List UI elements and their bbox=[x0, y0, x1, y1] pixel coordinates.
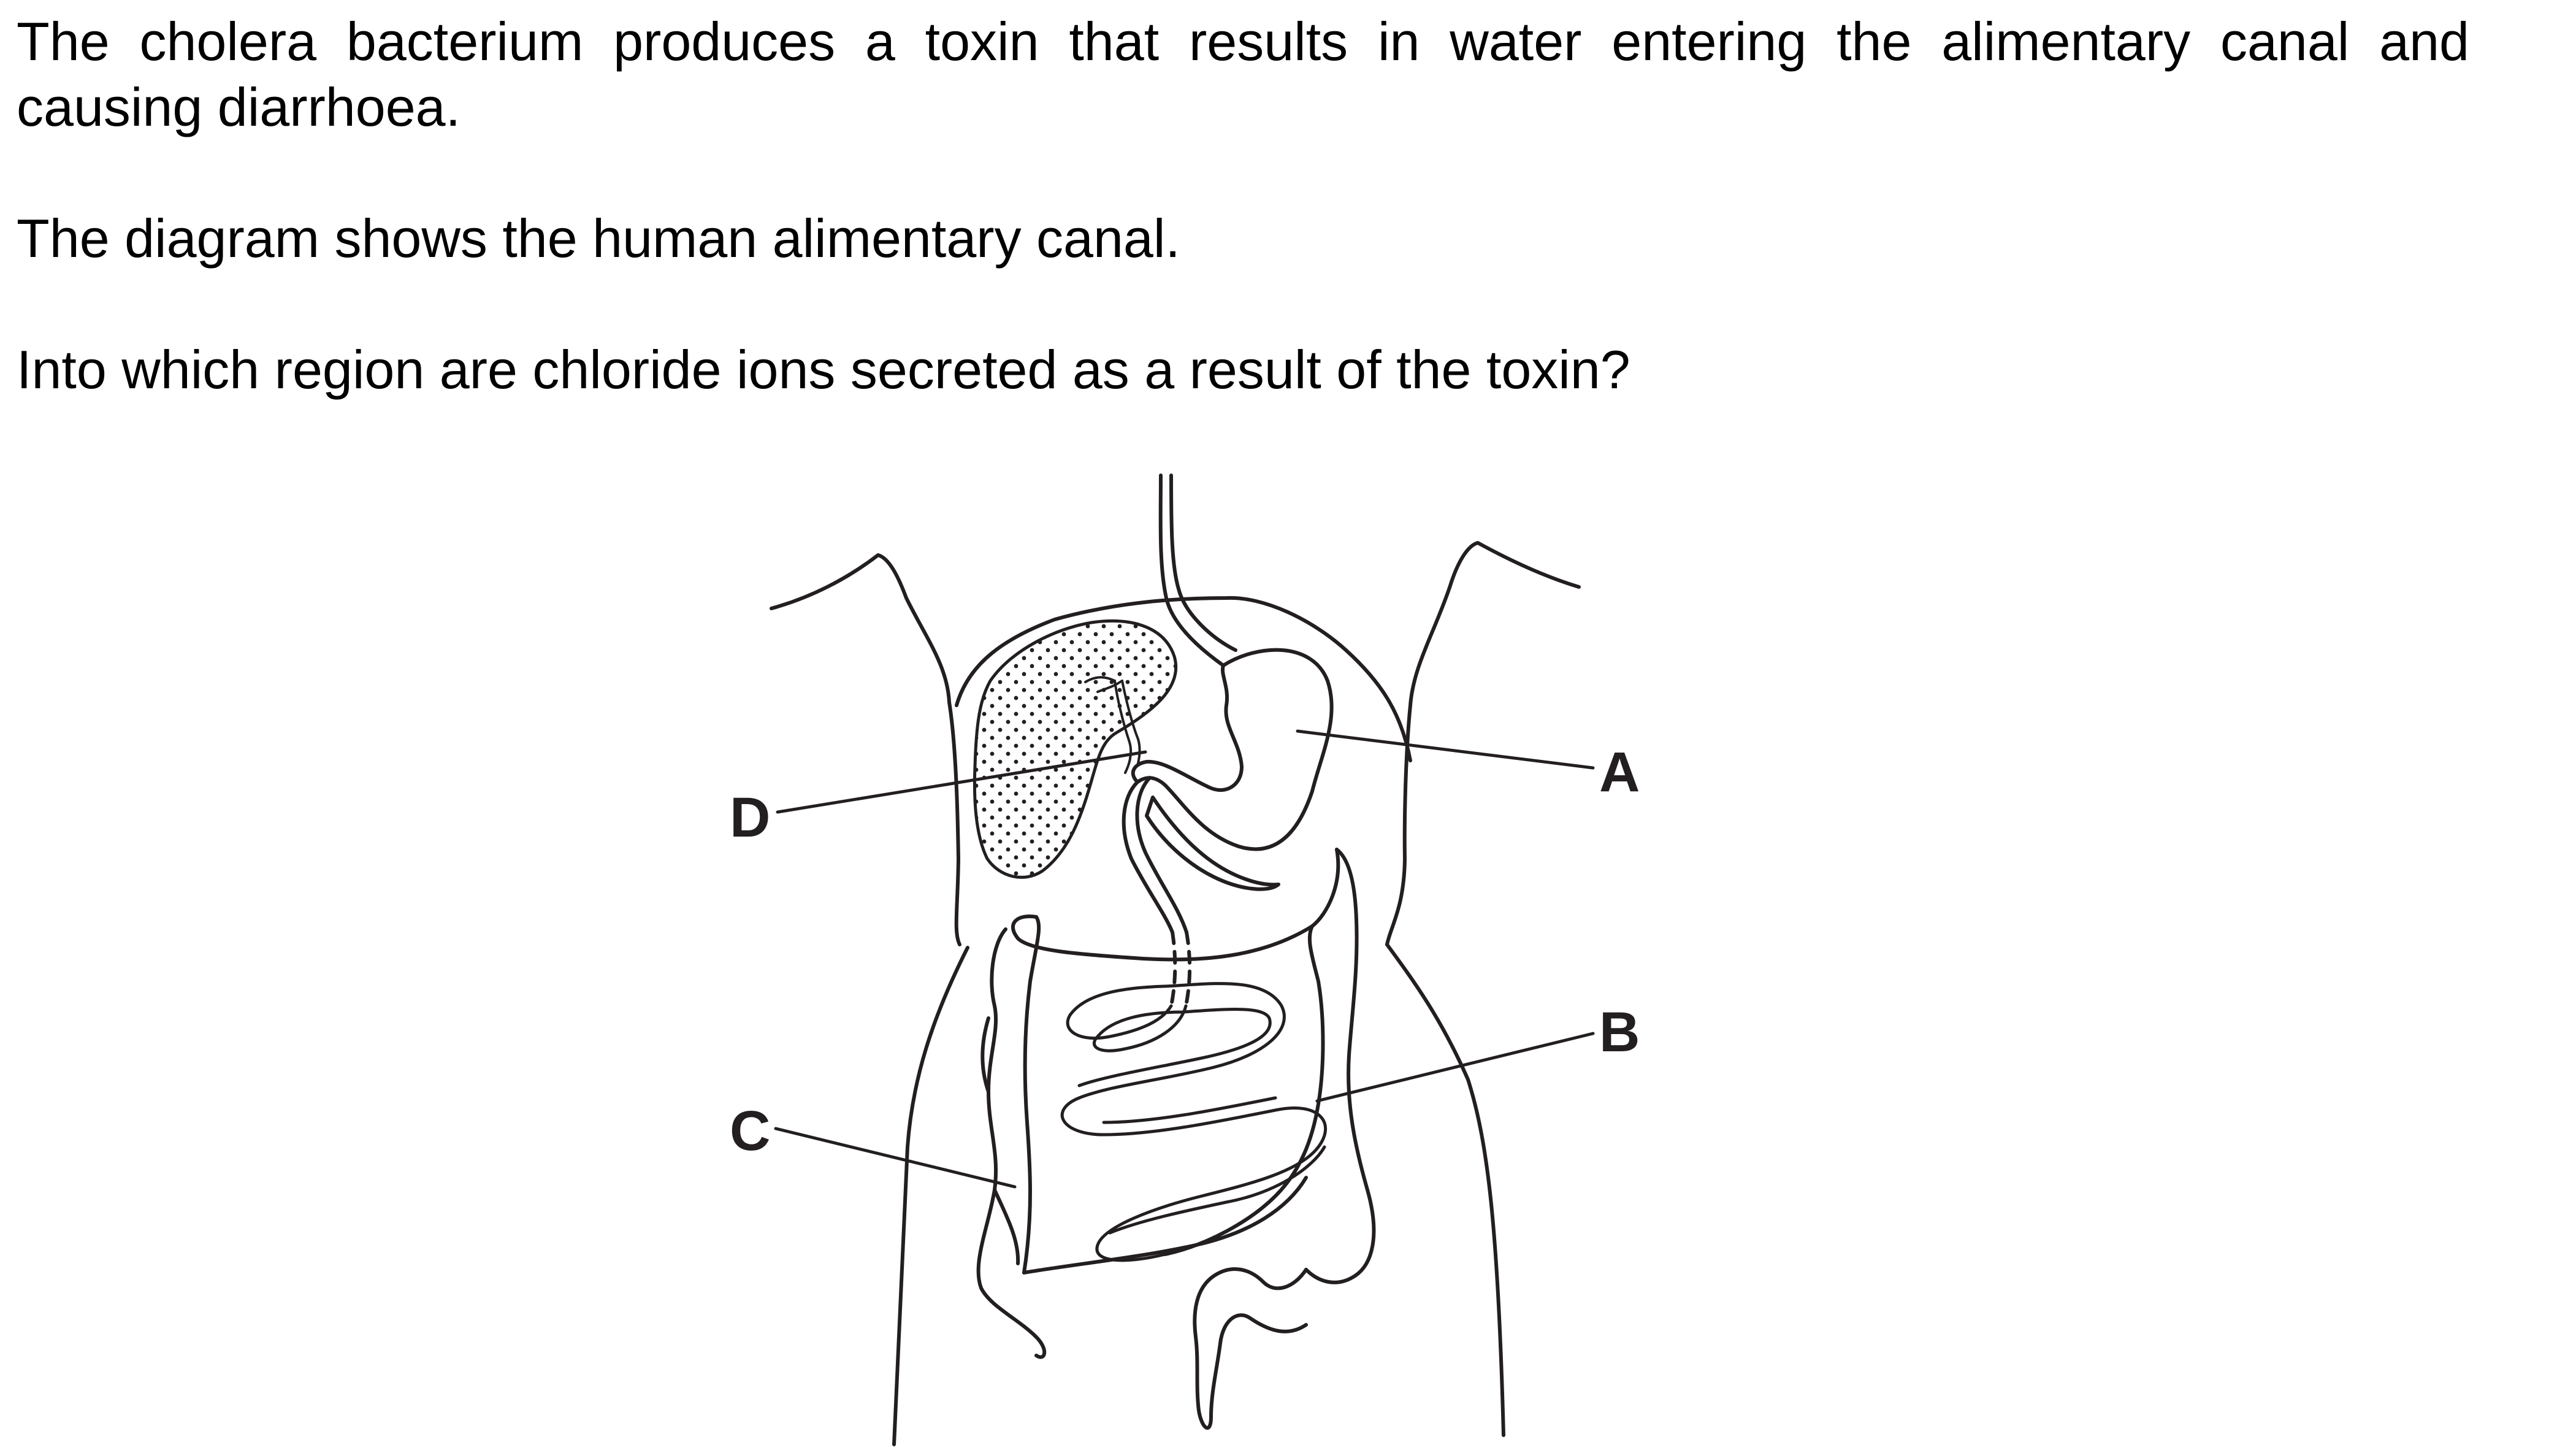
question-line-1: The cholera bacterium produces a toxin t… bbox=[17, 11, 2469, 72]
diaphragm bbox=[955, 596, 1412, 762]
question-line-2: causing diarrhoea. bbox=[17, 77, 461, 137]
leader-line-d bbox=[776, 750, 1147, 814]
label-c: C bbox=[730, 1100, 770, 1162]
liver bbox=[973, 619, 1178, 879]
colon bbox=[976, 848, 1376, 1430]
label-b: B bbox=[1599, 1001, 1640, 1064]
leader-line-c bbox=[774, 1127, 1017, 1189]
leader-line-b bbox=[1315, 1032, 1595, 1103]
stomach bbox=[1131, 648, 1334, 851]
leader-line-a bbox=[1296, 729, 1595, 770]
label-a: A bbox=[1599, 741, 1640, 803]
body-outline bbox=[770, 541, 1581, 1446]
label-d: D bbox=[730, 786, 770, 849]
question-text: The cholera bacterium produces a toxin t… bbox=[17, 9, 2469, 402]
pancreas bbox=[1145, 796, 1280, 891]
duodenum-hidden bbox=[1169, 930, 1192, 1008]
small-intestine bbox=[1060, 982, 1327, 1262]
duodenum bbox=[1122, 776, 1188, 934]
question-line-3: The diagram shows the human alimentary c… bbox=[17, 208, 1180, 269]
oesophagus bbox=[1158, 473, 1237, 667]
question-line-4: Into which region are chloride ions secr… bbox=[17, 339, 1630, 400]
